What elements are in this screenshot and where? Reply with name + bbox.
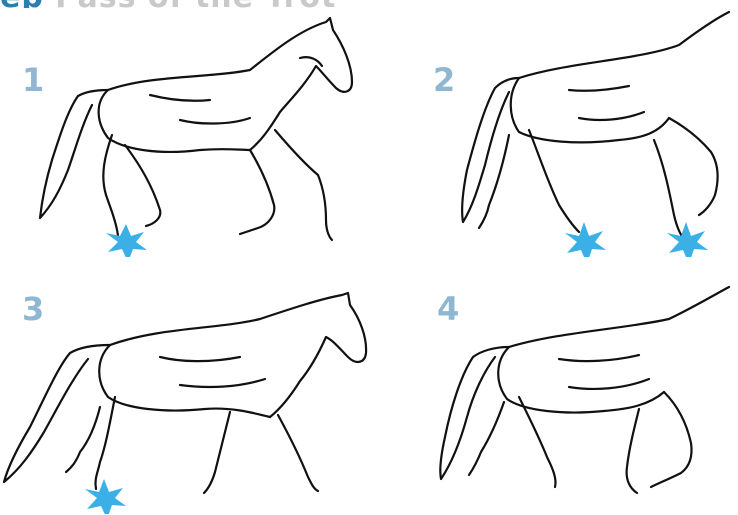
phase-panel-3: 3 — [0, 257, 369, 514]
phase-panel-2: 2 — [369, 0, 738, 257]
hoof-impact-icon — [565, 222, 708, 257]
horse-illustration-3 — [0, 257, 369, 514]
phase-panel-4: 4 — [369, 257, 738, 514]
horse-illustration-2 — [369, 0, 738, 257]
horse-illustration-4 — [369, 257, 738, 514]
phase-panel-1: 1 — [0, 0, 369, 257]
hoof-impact-icon — [85, 479, 126, 514]
horse-illustration-1 — [0, 0, 369, 257]
hoof-impact-icon — [106, 224, 147, 257]
